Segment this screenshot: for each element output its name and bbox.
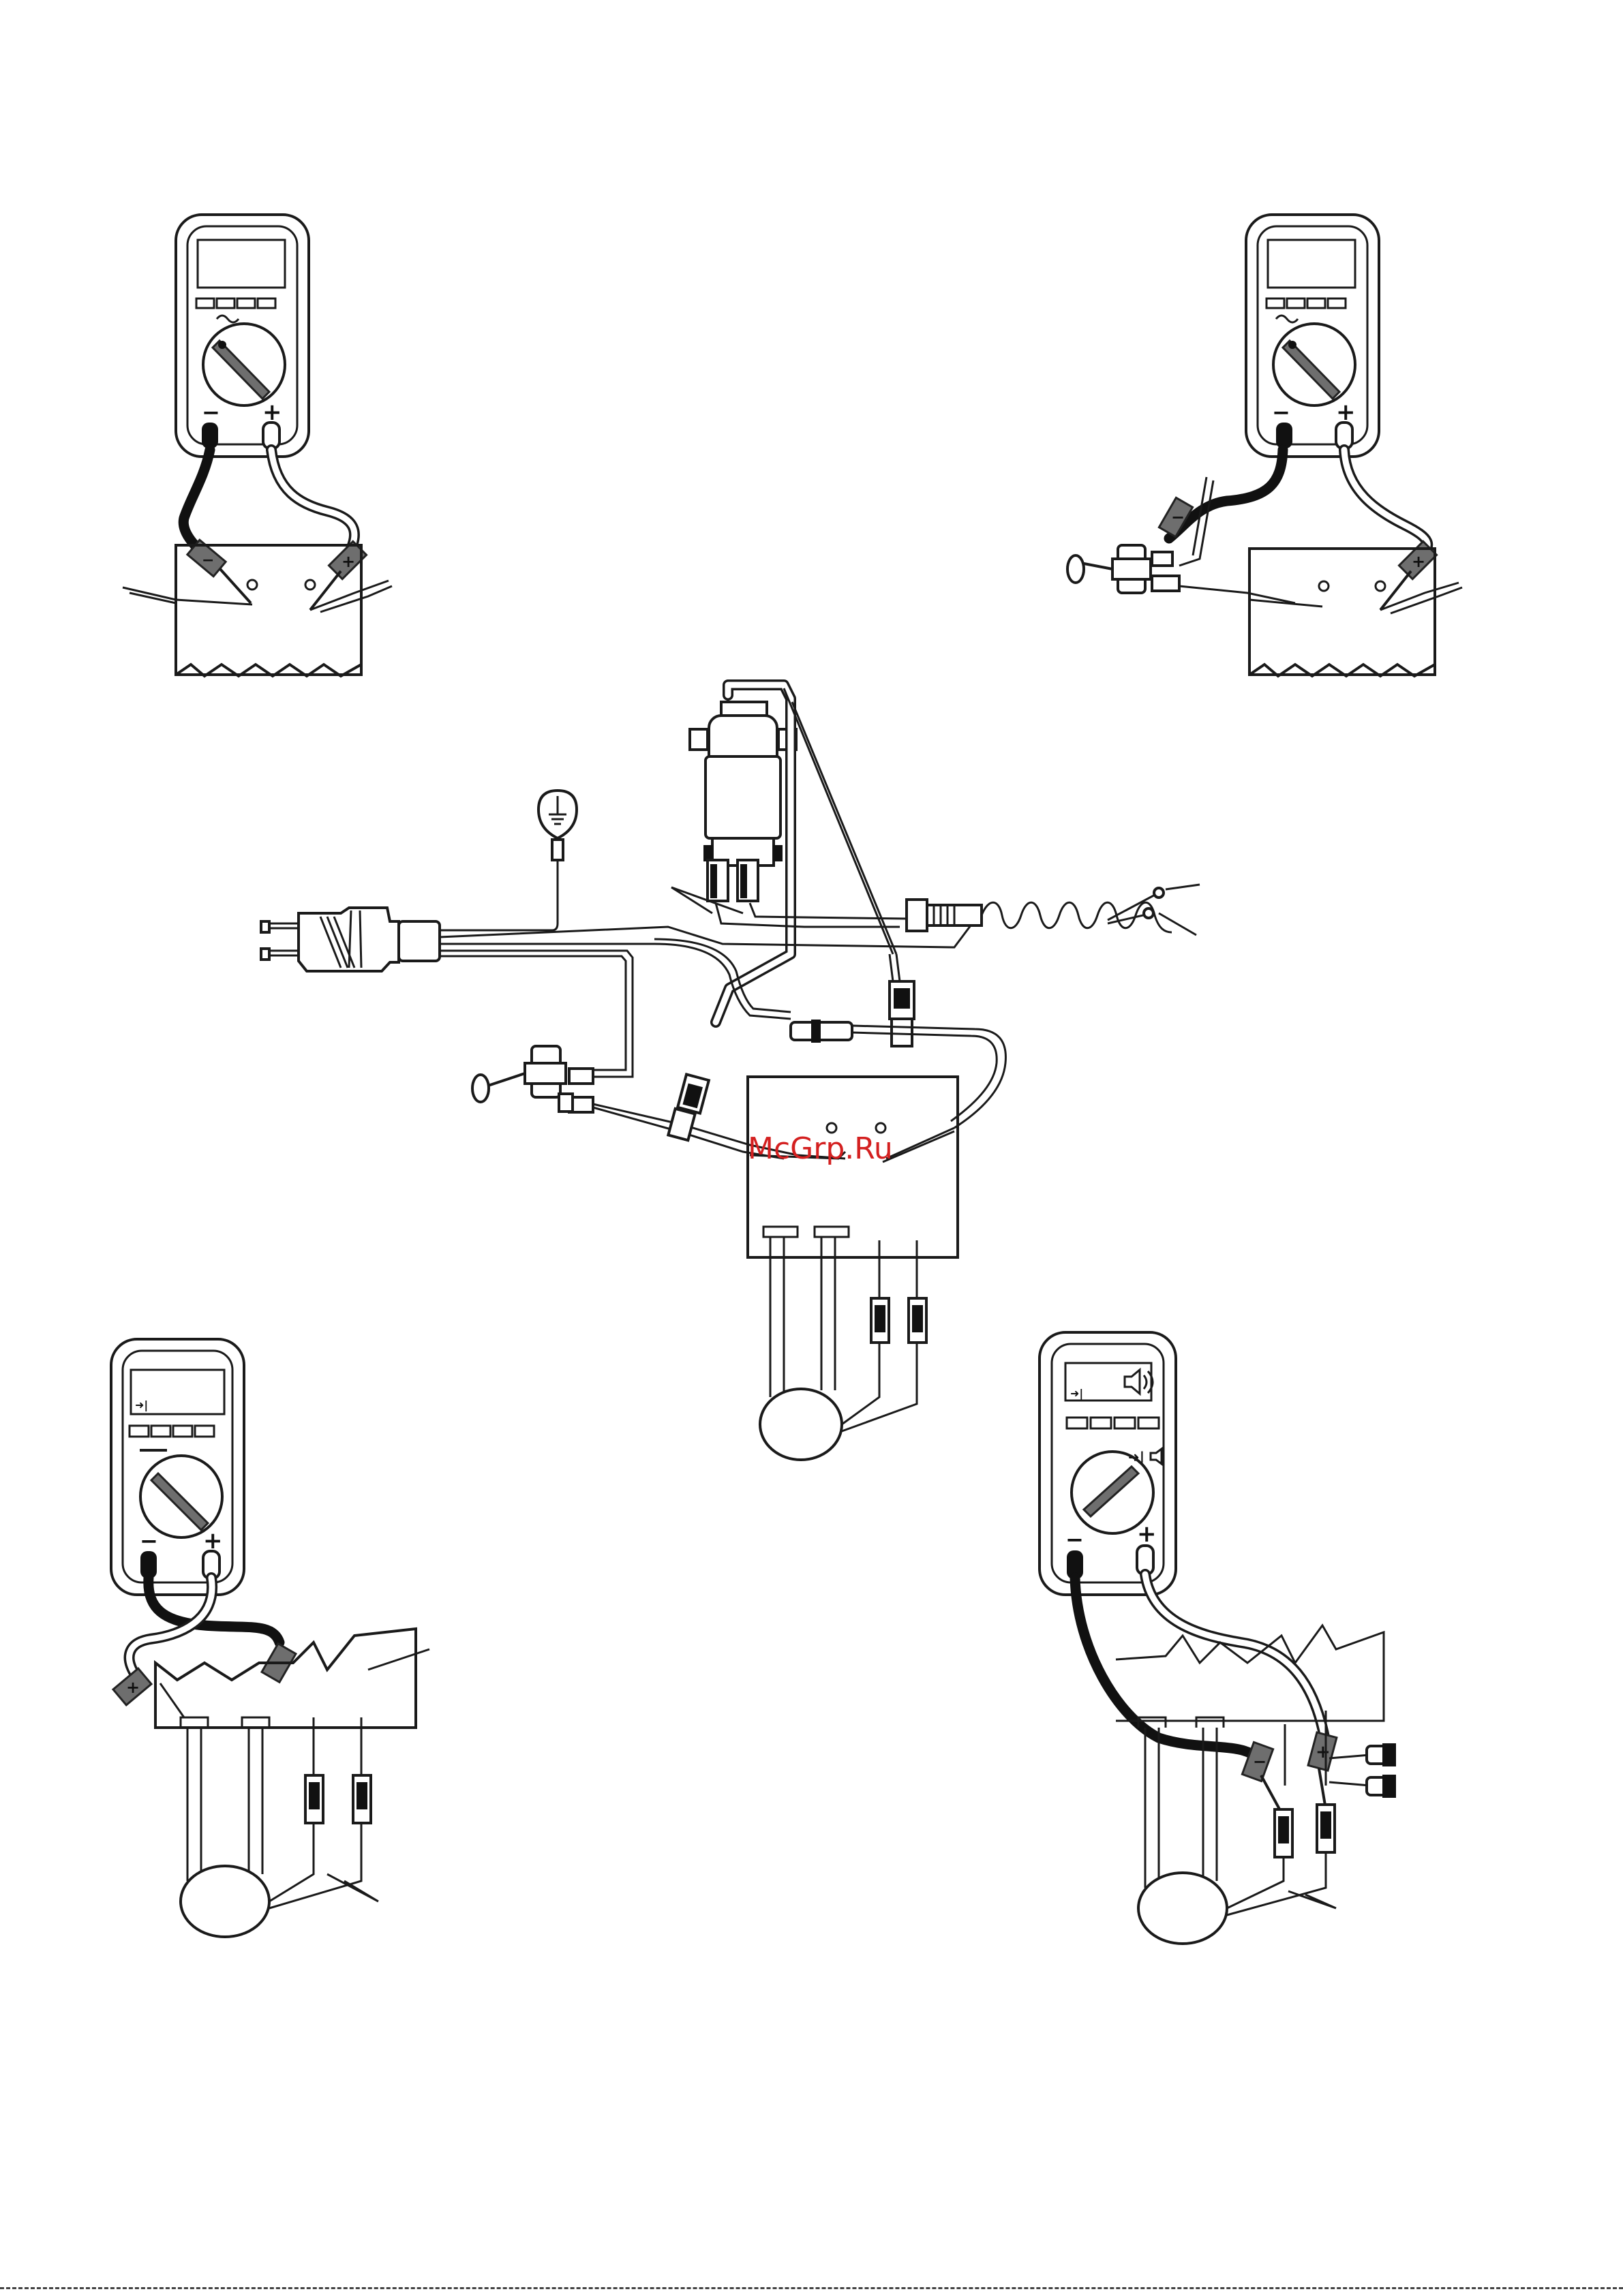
meter-neg-label: − [140,1528,158,1554]
svg-text:−: − [202,552,214,569]
watermark: McGrp.Ru [748,1131,893,1166]
heater-panel-top-right [1249,549,1462,676]
ac-symbol-icon [1276,316,1298,322]
svg-text:+: + [342,552,355,571]
speaker-icon [1125,1370,1153,1394]
probe-pos-bottom-left[interactable]: + [113,1668,151,1705]
svg-text:+: + [1316,1742,1331,1762]
meter-top-left: − + [176,215,309,457]
page-footer-rule [0,2287,1623,2292]
svg-text:−: − [1253,1752,1266,1771]
probe-pos-bottom-right[interactable]: + [1308,1732,1337,1771]
connector [668,981,914,1140]
toggle-switch-icon [472,1046,593,1112]
heater-panel-center [748,1077,958,1257]
probe-neg-top-right[interactable]: − [1159,498,1192,536]
diode-icon: ➜| [135,1398,148,1412]
svg-text:−: − [1171,508,1185,527]
plug-icon [261,908,440,971]
solenoid-valve [690,702,796,901]
svg-text:+: + [126,1678,140,1697]
svg-text:+: + [1412,552,1425,571]
speaker-icon [1151,1449,1162,1464]
ac-symbol-icon [217,316,239,322]
meter-neg-label: − [1065,1527,1084,1552]
meter-neg-label: − [202,399,220,425]
meter-bottom-left: ➜| − + [111,1339,244,1595]
meter-neg-label: − [1272,399,1290,425]
meter-pos-label: + [1137,1520,1157,1548]
thermocouple-probe [907,885,1200,935]
heater-panel-bottom-left [155,1629,429,1937]
meter-top-right: − + [1246,215,1379,457]
meter-bottom-right: ➜| ➜| − + [1040,1332,1176,1595]
diode-icon: ➜| [1070,1387,1083,1400]
heater-element-icon [760,1227,926,1460]
heater-panel-bottom-right [1116,1625,1396,1944]
ground-icon [539,791,577,923]
toggle-switch-icon [1067,545,1179,593]
